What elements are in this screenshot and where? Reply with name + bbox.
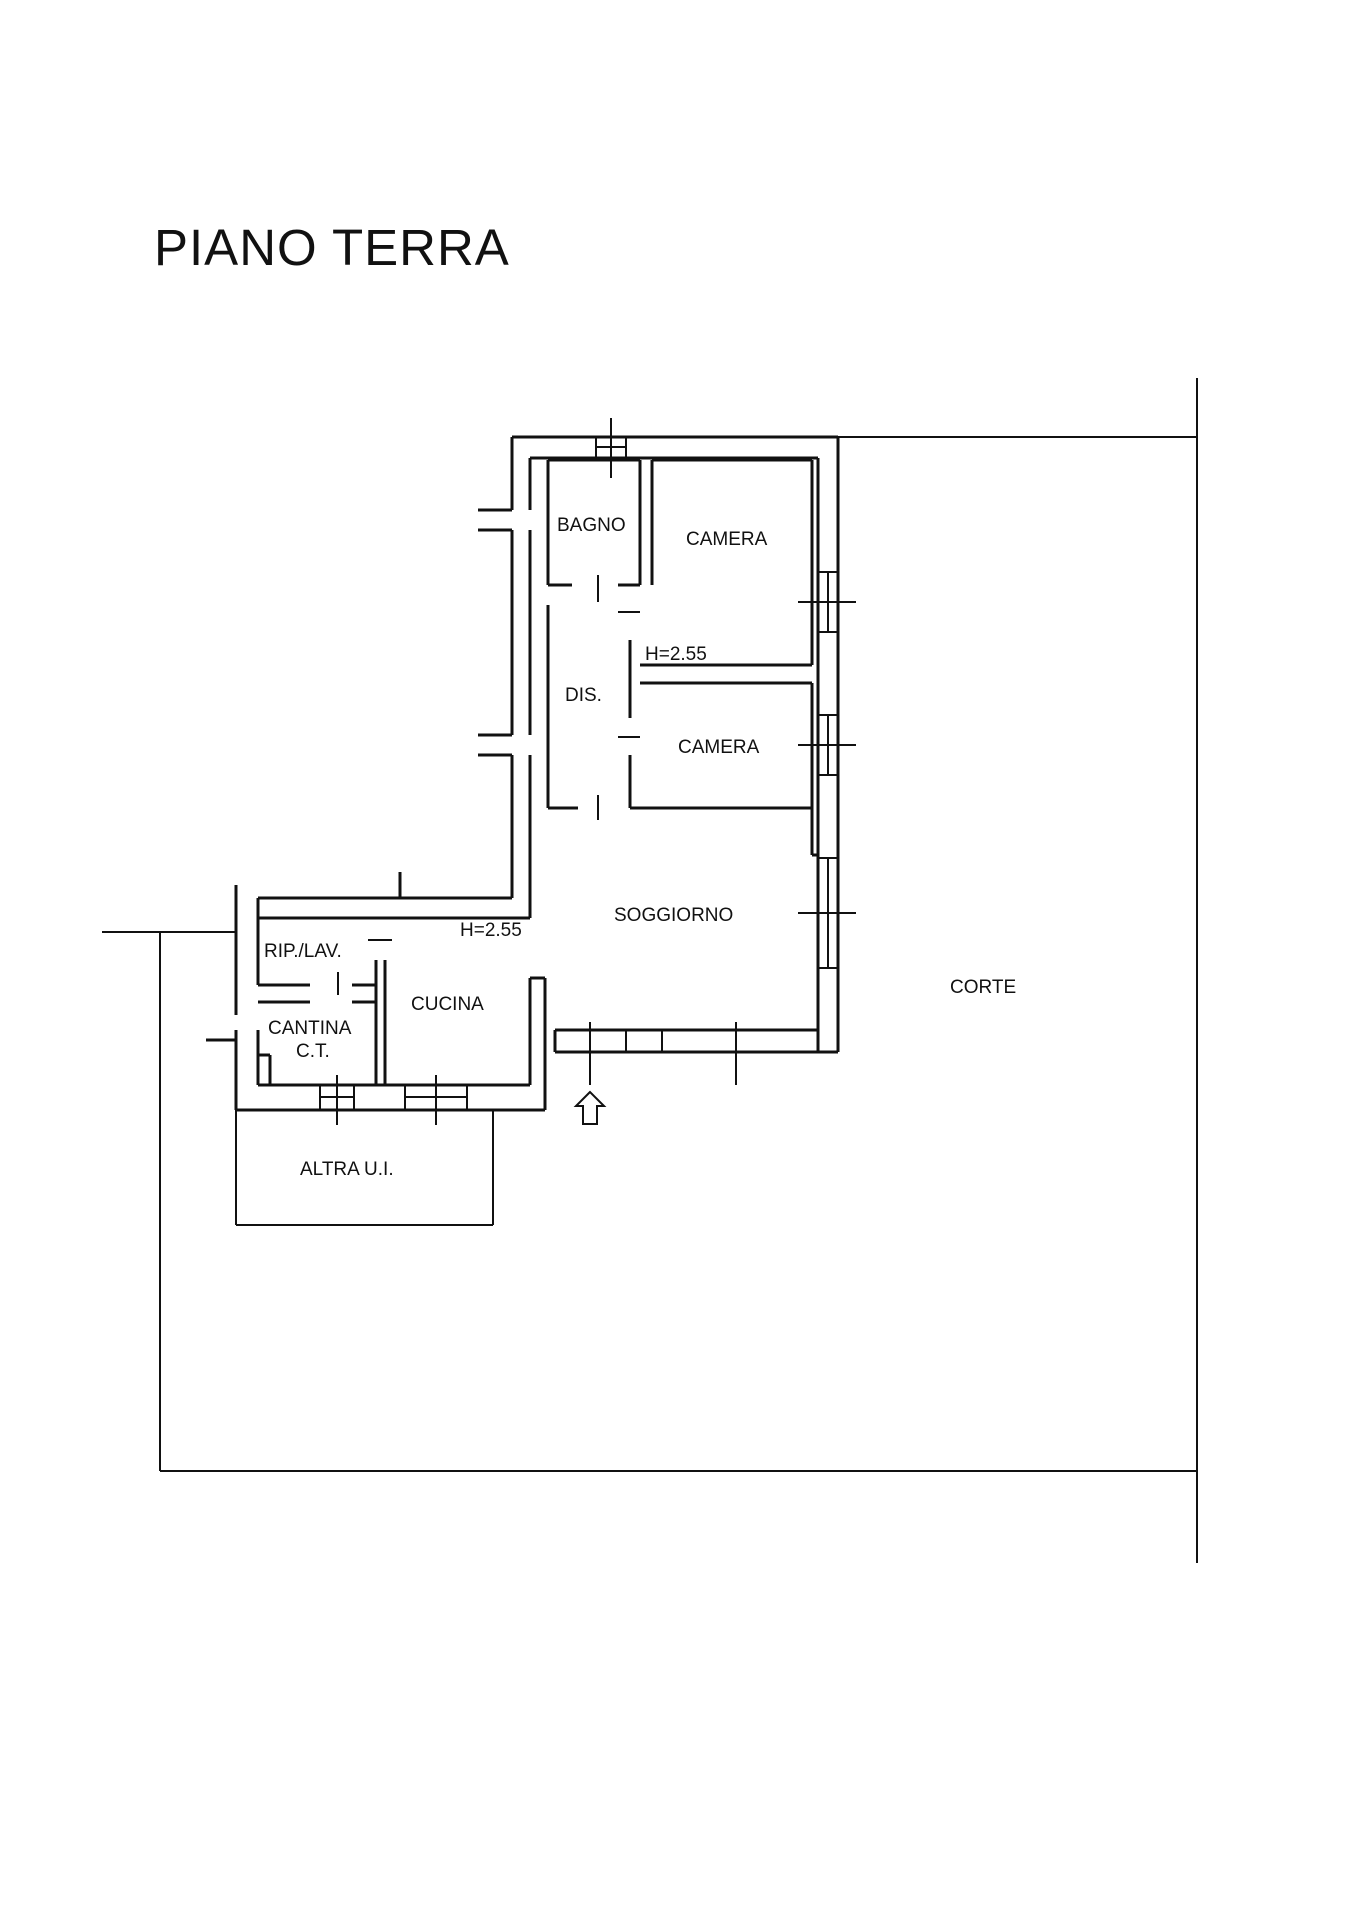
room-label-rip-lav: RIP./LAV. xyxy=(264,941,342,962)
room-label-cantina: CANTINA xyxy=(268,1018,352,1039)
height-label-1: H=2.55 xyxy=(645,644,707,665)
room-label-corte: CORTE xyxy=(950,977,1016,998)
room-label-camera-2: CAMERA xyxy=(678,737,760,758)
room-label-camera-1: CAMERA xyxy=(686,529,768,550)
room-label-cucina: CUCINA xyxy=(411,994,484,1015)
room-labels: BAGNO CAMERA H=2.55 DIS. CAMERA H=2.55 S… xyxy=(264,515,1016,1180)
room-label-dis: DIS. xyxy=(565,685,602,706)
windows xyxy=(319,418,856,1125)
outer-walls xyxy=(206,435,840,1112)
height-label-2: H=2.55 xyxy=(460,920,522,941)
altra-ui-box xyxy=(235,1110,494,1226)
room-label-altra-ui: ALTRA U.I. xyxy=(300,1159,394,1180)
entrance-arrow-icon xyxy=(573,1090,607,1125)
room-label-soggiorno: SOGGIORNO xyxy=(614,905,733,926)
room-label-bagno: BAGNO xyxy=(557,515,626,536)
interior-walls xyxy=(258,458,818,1087)
room-label-ct: C.T. xyxy=(296,1041,330,1062)
page-title: PIANO TERRA xyxy=(154,219,510,276)
courtyard-boundary xyxy=(102,378,1198,1563)
